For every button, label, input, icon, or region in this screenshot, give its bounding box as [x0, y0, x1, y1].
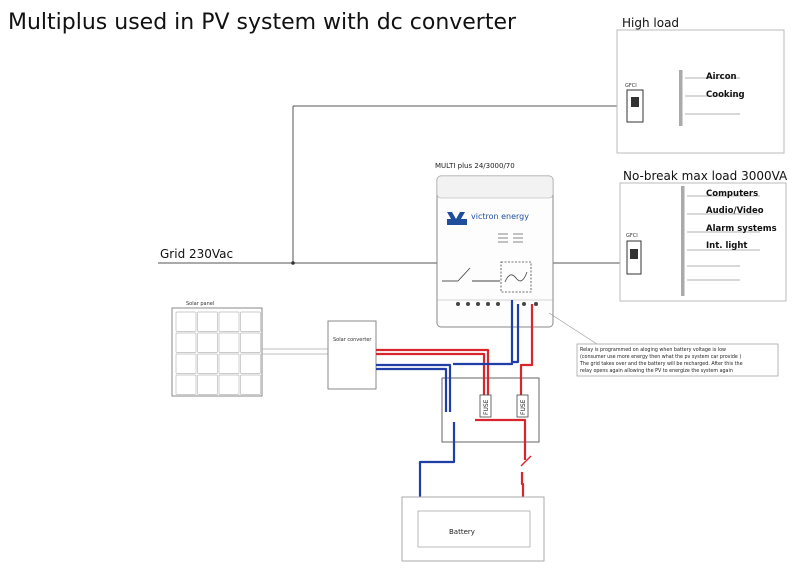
- solar-converter: Solar converter: [327, 320, 377, 390]
- ac-wiring: [158, 105, 628, 264]
- solar-cell: [240, 374, 261, 395]
- solar-cell: [197, 374, 218, 395]
- solar-cell: [197, 311, 218, 332]
- nobreak-breaker-icon: [626, 240, 642, 275]
- dc-terminals: [456, 302, 538, 306]
- solar-cell: [218, 311, 240, 332]
- victron-logo-icon: [447, 212, 467, 225]
- nobreak-item-audio-video: Audio/Video: [706, 206, 764, 216]
- relay-note-line-4: relay opens again allowing the PV to ene…: [580, 368, 733, 374]
- high-load-header: High load: [622, 16, 679, 30]
- battery: Battery: [401, 496, 545, 562]
- nobreak-item-int-light: Int. light: [706, 241, 748, 251]
- multiplus-model: MULTI plus 24/3000/70: [435, 162, 515, 170]
- positive-wires: [376, 304, 534, 500]
- nobreak-item-alarm-systems: Alarm systems: [706, 224, 777, 234]
- battery-label: Battery: [449, 528, 475, 536]
- high-load-item-aircon: Aircon: [706, 72, 737, 82]
- grid-label: Grid 230Vac: [160, 247, 233, 261]
- fuse-right: FUSE: [516, 394, 529, 418]
- fuse-left-label: FUSE: [483, 399, 490, 415]
- solar-panel-label: Solar panel: [186, 301, 214, 307]
- multiplus-brand: victron energy: [471, 212, 529, 221]
- high-load-item-cooking: Cooking: [706, 90, 745, 100]
- negative-wires: [376, 300, 520, 500]
- relay-note-line-2: (consumer use more energy then what the …: [580, 354, 741, 360]
- high-load-busbar: [679, 70, 683, 126]
- nobreak-header: No-break max load 3000VA: [623, 169, 788, 183]
- solar-cell: [175, 353, 197, 374]
- solar-cell: [197, 332, 218, 353]
- battery-switch: [520, 455, 532, 467]
- relay-note-line-1: Relay is programmed on aloging when batt…: [580, 347, 726, 353]
- high-load-breaker-icon: [626, 89, 644, 123]
- high-load-breaker-label: GFCI: [625, 83, 637, 89]
- solar-cell: [175, 311, 197, 332]
- grid-junction: [291, 261, 295, 265]
- relay-note: Relay is programmed on aloging when batt…: [548, 312, 779, 377]
- solar-panel: Solar panel: [171, 301, 263, 397]
- fuse-left: FUSE: [479, 394, 492, 418]
- solar-cell: [240, 353, 261, 374]
- solar-cell: [240, 311, 261, 332]
- inverter-symbol: [500, 261, 532, 293]
- solar-cell: [218, 374, 240, 395]
- solar-converter-label: Solar converter: [333, 337, 372, 343]
- transfer-switch: [442, 267, 500, 282]
- nobreak-busbar: [681, 186, 685, 296]
- page-title: Multiplus used in PV system with dc conv…: [8, 10, 517, 35]
- multiplus-inverter: MULTI plus 24/3000/70 victron energy: [435, 162, 554, 328]
- solar-cell: [197, 353, 218, 374]
- solar-cell: [240, 332, 261, 353]
- nobreak-panel: No-break max load 3000VA GFCI Computers …: [619, 169, 788, 302]
- high-load-panel: High load GFCI Aircon Cooking: [616, 16, 785, 154]
- status-leds: [498, 233, 523, 243]
- nobreak-item-computers: Computers: [706, 189, 758, 199]
- solar-cell: [175, 332, 197, 353]
- solar-cell: [175, 374, 197, 395]
- solar-cell: [218, 332, 240, 353]
- solar-cell: [218, 353, 240, 374]
- fuse-right-label: FUSE: [520, 399, 527, 415]
- relay-note-line-3: The grid takes over and the battery will…: [579, 361, 743, 367]
- nobreak-breaker-label: GFCI: [626, 233, 638, 239]
